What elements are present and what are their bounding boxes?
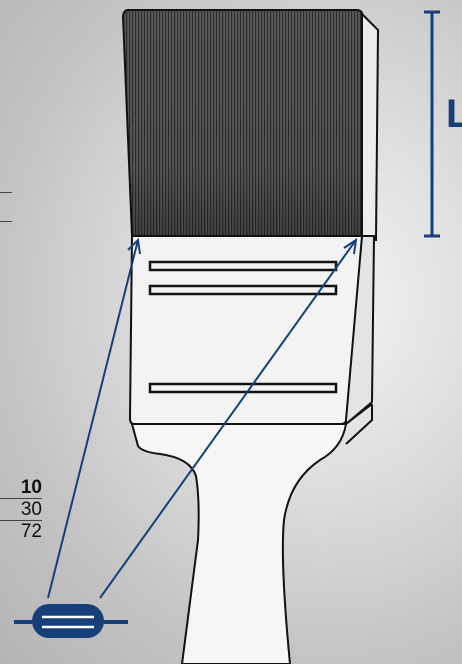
ferrule-groove-2	[148, 284, 338, 296]
spec-divider	[0, 498, 42, 499]
spec-size-value: 10	[20, 477, 42, 498]
spec-ticks	[0, 192, 12, 250]
perspective-guides	[47, 237, 358, 599]
handle	[130, 423, 348, 664]
ferrule-groove-1	[148, 260, 338, 272]
bristle-side	[361, 11, 380, 241]
bristle-block	[121, 9, 363, 237]
ferrule-groove-3	[148, 382, 338, 394]
dimension-bracket-icon	[424, 10, 440, 238]
spec-length-value: 72	[20, 521, 42, 542]
brush-profile-icon	[14, 604, 128, 638]
spec-divider	[0, 520, 42, 521]
length-dimension-label: L	[446, 92, 462, 136]
spec-width-value: 30	[20, 499, 42, 520]
